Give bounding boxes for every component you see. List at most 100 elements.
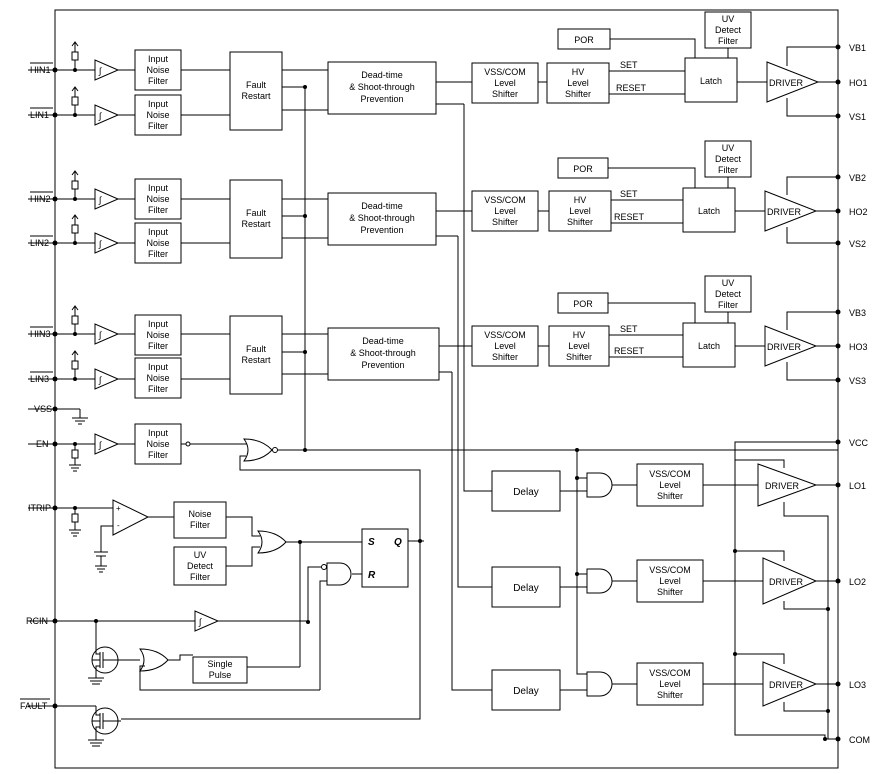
pullup-resistor: [71, 51, 79, 61]
pin-vcc-label: VCC: [849, 438, 869, 448]
schmitt-buffer: [94, 59, 120, 81]
svg-text:∫: ∫: [98, 111, 103, 121]
input-noise-filter-hin1: [134, 49, 182, 91]
svg-text:∫: ∫: [198, 617, 203, 627]
uv-detect-filter-1: [704, 11, 752, 49]
vss-com-level-shifter-1: [471, 62, 539, 104]
pin-vb2-label: VB2: [849, 173, 866, 183]
driver-low-1: [757, 463, 818, 507]
pin-ho2-label: HO2: [849, 207, 868, 217]
hv-level-shifter-1: [546, 62, 610, 104]
set-label-2: SET: [620, 189, 638, 199]
svg-text:DRIVER: DRIVER: [767, 207, 802, 217]
reset-label-1: RESET: [616, 83, 647, 93]
pin-vs2-label: VS2: [849, 239, 866, 249]
svg-text:+: +: [116, 504, 121, 513]
pin-itrip-label: ITRIP: [28, 503, 51, 513]
and-gate-lo3: [586, 671, 613, 697]
hv-level-shifter-2: [548, 190, 612, 232]
driver-low-3: [762, 661, 818, 707]
deadtime-prevention-3: [327, 327, 440, 381]
pin-ho1-label: HO1: [849, 78, 868, 88]
svg-text:POR: POR: [573, 164, 593, 174]
input-noise-filter-lin2: [134, 222, 182, 264]
or-gate-fault: [257, 530, 287, 554]
vss-com-level-shifter-lo1: [636, 463, 704, 507]
nor-gate: [243, 438, 273, 462]
and-gate-lo1: [586, 472, 613, 498]
pin-lo3-label: LO3: [849, 680, 866, 690]
pin-hin1-label: HIN1: [30, 65, 51, 75]
svg-text:DRIVER: DRIVER: [767, 342, 802, 352]
input-noise-filter-hin3: [134, 314, 182, 356]
hv-level-shifter-3: [548, 325, 610, 367]
svg-text:Latch: Latch: [700, 76, 722, 86]
svg-text:Q: Q: [394, 537, 402, 548]
svg-text:∫: ∫: [98, 330, 103, 340]
deadtime-prevention-1: [327, 61, 437, 115]
svg-text:Latch: Latch: [698, 206, 720, 216]
pin-hin2-label: HIN2: [30, 194, 51, 204]
deadtime-prevention-2: [327, 192, 437, 246]
input-noise-filter-lin3: [134, 357, 182, 399]
noise-filter: [173, 501, 227, 539]
and-gate-reset: [326, 562, 352, 586]
schmitt-symbol: ∫: [98, 66, 103, 76]
reset-label-2: RESET: [614, 212, 645, 222]
pin-lin2-label: LIN2: [30, 238, 49, 248]
and-gate-lo2: [586, 568, 613, 594]
driver-high-2: [764, 190, 818, 232]
driver-high-3: [764, 325, 818, 367]
svg-text:∫: ∫: [98, 195, 103, 205]
svg-text:DRIVER: DRIVER: [769, 680, 804, 690]
latch-3: [682, 322, 736, 368]
svg-text:DRIVER: DRIVER: [769, 577, 804, 587]
pin-fault-label: FAULT: [20, 701, 48, 711]
svg-text:Latch: Latch: [698, 341, 720, 351]
itrip-comparator: [112, 499, 150, 536]
uv-detect-filter-2: [704, 140, 752, 178]
vss-com-level-shifter-2: [471, 190, 539, 232]
latch-2: [682, 187, 736, 233]
svg-text:∫: ∫: [98, 440, 103, 450]
pin-en-label: EN: [36, 439, 49, 449]
pin-lin1-label: LIN1: [30, 110, 49, 120]
svg-text:POR: POR: [574, 35, 594, 45]
delay-2: [491, 566, 561, 608]
svg-text:-: -: [117, 521, 120, 530]
or-gate-rcin: [139, 648, 169, 672]
sr-flip-flop: [361, 528, 409, 588]
pin-hin3-label: HIN3: [30, 329, 51, 339]
svg-text:DRIVER: DRIVER: [769, 78, 804, 88]
driver-low-2: [762, 557, 818, 605]
single-pulse: [192, 656, 248, 684]
pin-lo2-label: LO2: [849, 577, 866, 587]
input-noise-filter-hin2: [134, 178, 182, 220]
pin-lin3-label: LIN3: [30, 374, 49, 384]
pin-vb3-label: VB3: [849, 308, 866, 318]
rcin-schmitt-buffer: [194, 610, 220, 632]
